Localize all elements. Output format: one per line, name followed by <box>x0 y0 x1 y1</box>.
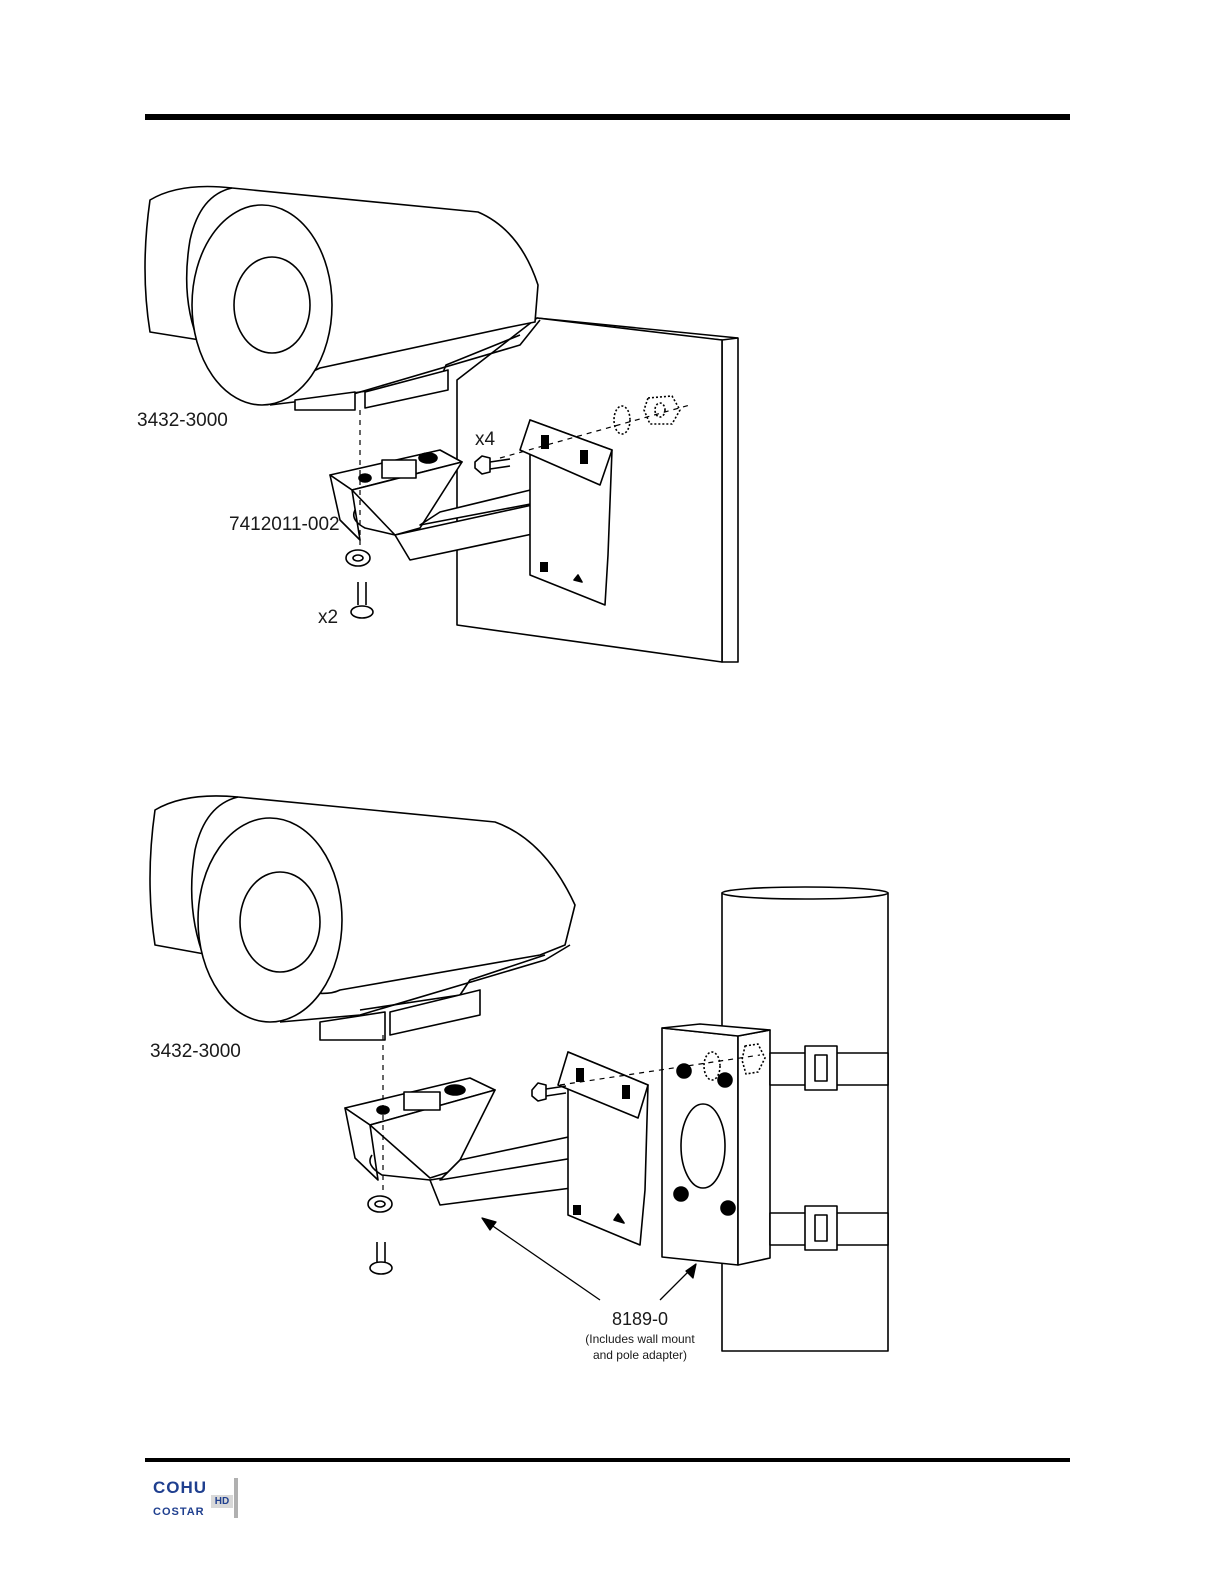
label-mount-part: 8189-0 <box>612 1309 668 1329</box>
footer-rule <box>145 1458 1070 1462</box>
label-bolt-qty-wall: x4 <box>475 429 496 450</box>
bottom-hardware <box>346 550 373 618</box>
logo-costar-text: COSTAR <box>153 1506 205 1518</box>
logo-bar <box>234 1478 238 1518</box>
logo-hd-badge: HD <box>211 1495 233 1508</box>
header-rule <box>145 114 1070 120</box>
label-camera-part: 3432-3000 <box>137 410 228 431</box>
label-bolt-qty-bottom: x2 <box>318 607 338 628</box>
label-camera-part: 3432-3000 <box>150 1041 241 1062</box>
label-adapter-part: 7412011-002 <box>229 514 340 535</box>
label-mount-note-line1: (Includes wall mount <box>585 1332 695 1346</box>
pole-mount-diagram: 3432-3000 8189-0 (Includes wall mount an… <box>0 785 1225 1385</box>
bottom-hardware <box>368 1196 392 1274</box>
logo-cohu-text: COHU <box>153 1478 207 1498</box>
wall-mount-diagram: 3432-3000 x4 7412011-002 x2 <box>0 170 1225 690</box>
label-mount-note-line2: and pole adapter) <box>593 1348 687 1362</box>
cohu-costar-logo: COHU HD COSTAR <box>153 1478 243 1522</box>
pole-adapter-plate <box>662 1024 770 1265</box>
camera-housing <box>150 796 575 1040</box>
